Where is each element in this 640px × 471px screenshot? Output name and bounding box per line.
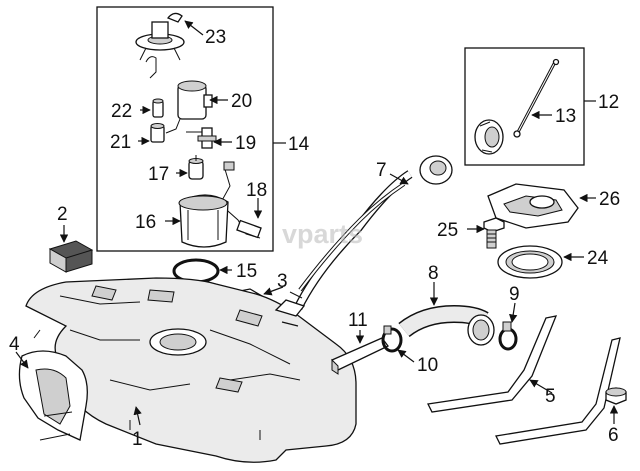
callout-8: 8	[428, 263, 439, 284]
pressure-regulator-part	[150, 123, 165, 143]
fuel-tank-part	[25, 277, 357, 463]
callout-9: 9	[509, 284, 520, 305]
pump-module-group-box	[96, 6, 274, 252]
strap-bolt-part	[605, 387, 627, 405]
callout-19: 19	[235, 133, 256, 154]
tank-pad-part	[48, 240, 94, 273]
callout-10: 10	[417, 355, 438, 376]
access-cover-part	[487, 183, 579, 229]
callout-14: 14	[288, 134, 310, 155]
cover-gasket-part	[497, 245, 563, 279]
callout-1: 1	[132, 429, 143, 450]
callout-25: 25	[437, 220, 458, 241]
filler-shield-part	[331, 337, 389, 375]
callout-5: 5	[545, 386, 556, 407]
callout-15: 15	[236, 261, 257, 282]
callout-7: 7	[376, 160, 387, 181]
callout-17: 17	[148, 164, 169, 185]
leader-lines	[15, 20, 619, 426]
callout-16: 16	[135, 212, 156, 233]
fuel-pump-part	[145, 56, 213, 134]
callout-21: 21	[110, 132, 131, 153]
callout-12: 12	[598, 92, 619, 113]
pump-seal-part	[152, 98, 164, 118]
callout-24: 24	[587, 248, 609, 269]
fuel-filter-part	[188, 155, 204, 180]
tank-strap-part	[427, 315, 621, 445]
callout-11: 11	[348, 310, 368, 331]
pump-flange-part	[135, 12, 185, 61]
fuel-cap-part	[474, 58, 560, 155]
fuel-reservoir-part	[178, 194, 229, 248]
filler-hose-part	[398, 304, 495, 346]
callout-2: 2	[57, 204, 68, 225]
mounting-bolt-part	[483, 217, 505, 249]
callout-23: 23	[205, 27, 226, 48]
callout-18: 18	[246, 180, 267, 201]
callout-3: 3	[277, 271, 288, 292]
filler-neck-part	[274, 155, 453, 327]
fuel-level-sender-part	[219, 161, 262, 239]
callout-13: 13	[555, 106, 576, 127]
fuel-fitting-part	[186, 127, 217, 149]
callout-26: 26	[599, 189, 620, 210]
callout-6: 6	[608, 425, 619, 446]
hose-clamp-part	[381, 325, 403, 353]
watermark-text: vparts	[282, 219, 363, 249]
tank-heat-shield-part	[18, 350, 88, 441]
filler-cap-group-box	[464, 47, 585, 166]
callout-20: 20	[231, 91, 252, 112]
vent-clamp-part	[498, 321, 518, 351]
callout-22: 22	[111, 101, 132, 122]
callout-4: 4	[9, 334, 20, 355]
